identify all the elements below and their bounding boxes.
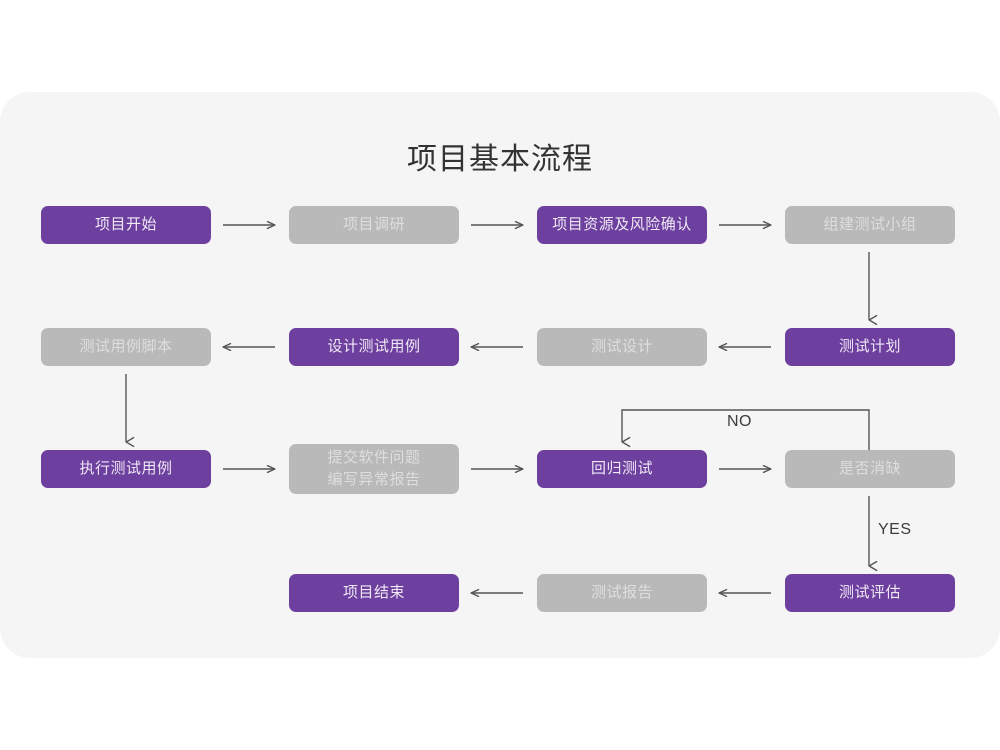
node-project-end[interactable]: 项目结束	[289, 574, 459, 612]
node-test-design[interactable]: 测试设计	[537, 328, 707, 366]
diagram-panel	[0, 92, 1000, 658]
edge-label-no-label: NO	[727, 413, 752, 430]
node-resource-risk-confirm[interactable]: 项目资源及风险确认	[537, 206, 707, 244]
node-test-evaluation[interactable]: 测试评估	[785, 574, 955, 612]
node-test-case-script[interactable]: 测试用例脚本	[41, 328, 211, 366]
node-test-report[interactable]: 测试报告	[537, 574, 707, 612]
node-execute-test-case[interactable]: 执行测试用例	[41, 450, 211, 488]
node-defect-resolved[interactable]: 是否消缺	[785, 450, 955, 488]
page-title: 项目基本流程	[407, 143, 593, 176]
node-build-test-team[interactable]: 组建测试小组	[785, 206, 955, 244]
node-test-plan[interactable]: 测试计划	[785, 328, 955, 366]
node-design-test-case[interactable]: 设计测试用例	[289, 328, 459, 366]
node-project-start[interactable]: 项目开始	[41, 206, 211, 244]
edge-label-yes-label: YES	[878, 521, 912, 538]
node-project-research[interactable]: 项目调研	[289, 206, 459, 244]
node-submit-defect-report[interactable]: 提交软件问题 编写异常报告	[289, 444, 459, 494]
node-regression-test[interactable]: 回归测试	[537, 450, 707, 488]
